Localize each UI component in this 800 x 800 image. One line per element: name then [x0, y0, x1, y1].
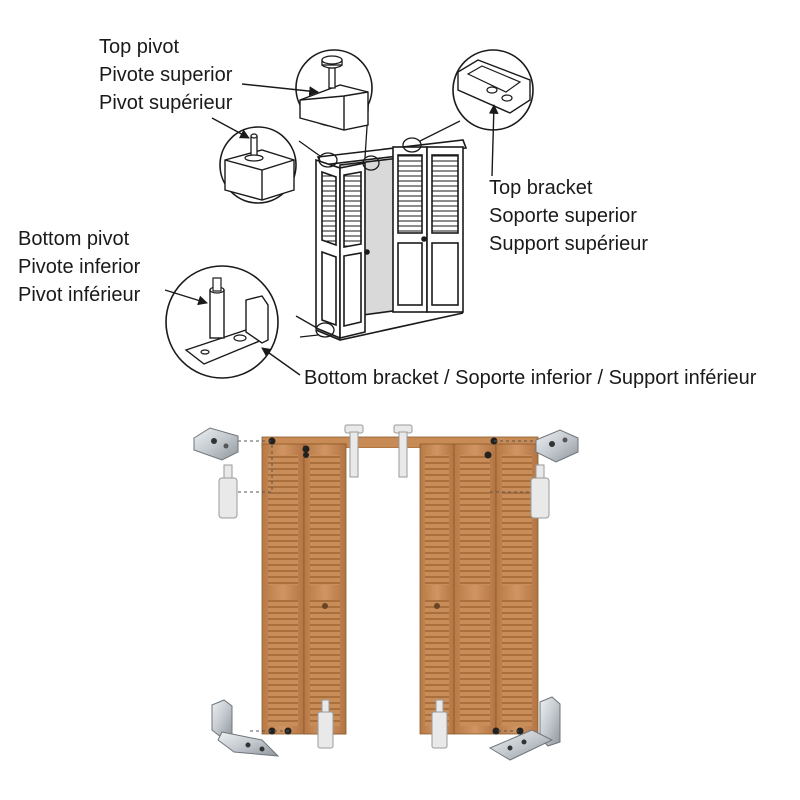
label-top-bracket-es: Soporte superior: [489, 205, 637, 227]
label-top-bracket: Top bracket Soporte superior Support sup…: [489, 174, 648, 258]
label-bottom-pivot-es: Pivote inferior: [18, 256, 141, 278]
right-door-panels: [437, 443, 539, 735]
top-bracket-left-icon: [193, 427, 239, 461]
top-pivot-detail-icon-2: [219, 126, 297, 204]
top-pivot-hardware-icon: [218, 424, 550, 519]
detail-markers: [315, 137, 422, 338]
label-top-pivot-es: Pivote superior: [99, 64, 233, 86]
label-bottom-pivot: Bottom pivot Pivote inferior Pivot infér…: [18, 225, 140, 309]
label-bottom-pivot-fr: Pivot inférieur: [18, 284, 141, 306]
bottom-pivot-hardware-icon: [317, 699, 448, 749]
label-bottom-bracket: Bottom bracket / Soporte inferior / Supp…: [304, 367, 757, 389]
bottom-bracket-right-icon: [488, 696, 561, 761]
bifold-door-line-icon: [315, 139, 468, 341]
label-top-pivot-fr: Pivot supérieur: [99, 92, 233, 114]
top-bracket-right-icon: [535, 429, 579, 463]
bottom-bracket-left-icon: [211, 699, 280, 757]
bottom-pivot-detail-icon: [165, 265, 319, 379]
label-bottom-pivot-en: Bottom pivot: [18, 228, 130, 250]
label-top-pivot-en: Top pivot: [99, 36, 180, 58]
label-top-bracket-fr: Support supérieur: [489, 233, 648, 255]
label-top-bracket-en: Top bracket: [489, 177, 593, 199]
wood-bifold-door-icon: [261, 436, 539, 735]
top-pivot-detail-icon: [295, 49, 373, 159]
label-top-pivot: Top pivot Pivote superior Pivot supérieu…: [99, 33, 232, 117]
top-bracket-detail-icon: [419, 49, 534, 142]
guide-lines: [232, 440, 540, 732]
